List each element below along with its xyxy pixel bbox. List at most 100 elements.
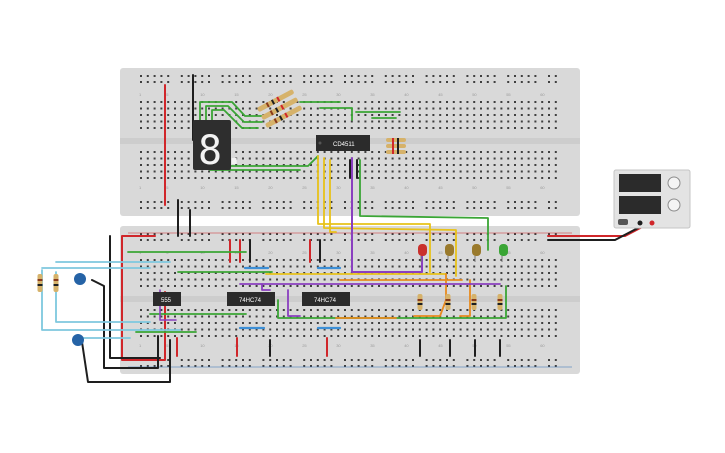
strip-hole[interactable] bbox=[248, 335, 251, 337]
rail-hole[interactable] bbox=[276, 75, 278, 77]
strip-hole[interactable] bbox=[303, 259, 306, 261]
strip-hole[interactable] bbox=[527, 259, 530, 261]
strip-hole[interactable] bbox=[269, 151, 272, 153]
strip-hole[interactable] bbox=[194, 177, 197, 179]
strip-hole[interactable] bbox=[412, 285, 414, 287]
strip-hole[interactable] bbox=[527, 278, 530, 281]
strip-hole[interactable] bbox=[364, 101, 367, 103]
strip-hole[interactable] bbox=[248, 278, 251, 281]
strip-hole[interactable] bbox=[425, 272, 428, 274]
rail-hole[interactable] bbox=[520, 207, 523, 209]
strip-hole[interactable] bbox=[330, 328, 333, 331]
strip-hole[interactable] bbox=[289, 164, 292, 166]
rail-hole[interactable] bbox=[242, 359, 244, 361]
strip-hole[interactable] bbox=[208, 259, 210, 261]
rail-hole[interactable] bbox=[364, 365, 367, 367]
strip-hole[interactable] bbox=[221, 328, 224, 331]
strip-hole[interactable] bbox=[140, 335, 142, 337]
strip-hole[interactable] bbox=[316, 259, 319, 261]
strip-hole[interactable] bbox=[459, 157, 462, 160]
strip-hole[interactable] bbox=[405, 285, 408, 287]
strip-hole[interactable] bbox=[187, 164, 190, 166]
led-red[interactable] bbox=[418, 244, 427, 262]
rail-hole[interactable] bbox=[187, 365, 190, 367]
strip-hole[interactable] bbox=[221, 107, 224, 110]
rail-hole[interactable] bbox=[473, 75, 476, 77]
strip-hole[interactable] bbox=[180, 335, 183, 337]
strip-hole[interactable] bbox=[201, 170, 204, 173]
strip-hole[interactable] bbox=[507, 309, 510, 311]
strip-hole[interactable] bbox=[235, 157, 238, 160]
strip-hole[interactable] bbox=[432, 328, 435, 331]
strip-hole[interactable] bbox=[194, 335, 197, 337]
strip-hole[interactable] bbox=[486, 170, 489, 173]
strip-hole[interactable] bbox=[500, 278, 503, 281]
strip-hole[interactable] bbox=[418, 107, 421, 110]
rail-hole[interactable] bbox=[364, 75, 367, 77]
strip-hole[interactable] bbox=[480, 272, 482, 274]
strip-hole[interactable] bbox=[303, 120, 306, 123]
rail-hole[interactable] bbox=[439, 201, 442, 203]
rail-hole[interactable] bbox=[554, 359, 557, 361]
strip-hole[interactable] bbox=[296, 151, 299, 153]
strip-hole[interactable] bbox=[391, 259, 394, 261]
strip-hole[interactable] bbox=[432, 265, 435, 268]
strip-hole[interactable] bbox=[541, 177, 544, 179]
strip-hole[interactable] bbox=[160, 151, 163, 153]
rail-hole[interactable] bbox=[391, 239, 394, 241]
rail-hole[interactable] bbox=[248, 365, 251, 367]
rail-hole[interactable] bbox=[201, 365, 204, 367]
rail-hole[interactable] bbox=[344, 359, 346, 361]
rail-hole[interactable] bbox=[201, 359, 204, 361]
strip-hole[interactable] bbox=[255, 328, 258, 331]
rail-hole[interactable] bbox=[153, 239, 156, 241]
rail-hole[interactable] bbox=[520, 239, 523, 241]
rail-hole[interactable] bbox=[276, 201, 278, 203]
rail-hole[interactable] bbox=[316, 239, 319, 241]
strip-hole[interactable] bbox=[554, 127, 557, 129]
strip-hole[interactable] bbox=[391, 107, 394, 110]
strip-hole[interactable] bbox=[174, 278, 176, 281]
rail-hole[interactable] bbox=[446, 239, 448, 241]
strip-hole[interactable] bbox=[486, 164, 489, 166]
strip-hole[interactable] bbox=[364, 322, 367, 324]
strip-hole[interactable] bbox=[140, 107, 142, 110]
rail-hole[interactable] bbox=[350, 81, 353, 83]
strip-hole[interactable] bbox=[452, 170, 455, 173]
strip-hole[interactable] bbox=[214, 328, 217, 331]
rail-hole[interactable] bbox=[554, 207, 557, 209]
strip-hole[interactable] bbox=[548, 101, 550, 103]
strip-hole[interactable] bbox=[282, 328, 285, 331]
rail-hole[interactable] bbox=[371, 365, 374, 367]
resistor[interactable] bbox=[37, 274, 43, 292]
strip-hole[interactable] bbox=[534, 272, 537, 274]
rail-hole[interactable] bbox=[282, 201, 285, 203]
strip-hole[interactable] bbox=[269, 285, 272, 287]
rail-hole[interactable] bbox=[507, 365, 510, 367]
strip-hole[interactable] bbox=[541, 335, 544, 337]
resistor[interactable] bbox=[497, 294, 503, 310]
strip-hole[interactable] bbox=[262, 120, 265, 123]
strip-hole[interactable] bbox=[167, 120, 170, 123]
resistor[interactable] bbox=[417, 294, 423, 310]
rail-hole[interactable] bbox=[405, 207, 408, 209]
rail-hole[interactable] bbox=[520, 81, 523, 83]
strip-hole[interactable] bbox=[167, 315, 170, 318]
strip-hole[interactable] bbox=[480, 114, 482, 116]
strip-hole[interactable] bbox=[201, 322, 204, 324]
strip-hole[interactable] bbox=[269, 328, 272, 331]
strip-hole[interactable] bbox=[248, 170, 251, 173]
rail-hole[interactable] bbox=[480, 75, 482, 77]
strip-hole[interactable] bbox=[371, 328, 374, 331]
strip-hole[interactable] bbox=[310, 265, 312, 268]
rail-hole[interactable] bbox=[425, 81, 428, 83]
rail-hole[interactable] bbox=[391, 201, 394, 203]
rail-hole[interactable] bbox=[412, 81, 414, 83]
rail-hole[interactable] bbox=[187, 75, 190, 77]
strip-hole[interactable] bbox=[330, 164, 333, 166]
strip-hole[interactable] bbox=[146, 285, 149, 287]
rail-hole[interactable] bbox=[344, 81, 346, 83]
strip-hole[interactable] bbox=[153, 164, 156, 166]
strip-hole[interactable] bbox=[282, 265, 285, 268]
rail-hole[interactable] bbox=[548, 233, 550, 235]
